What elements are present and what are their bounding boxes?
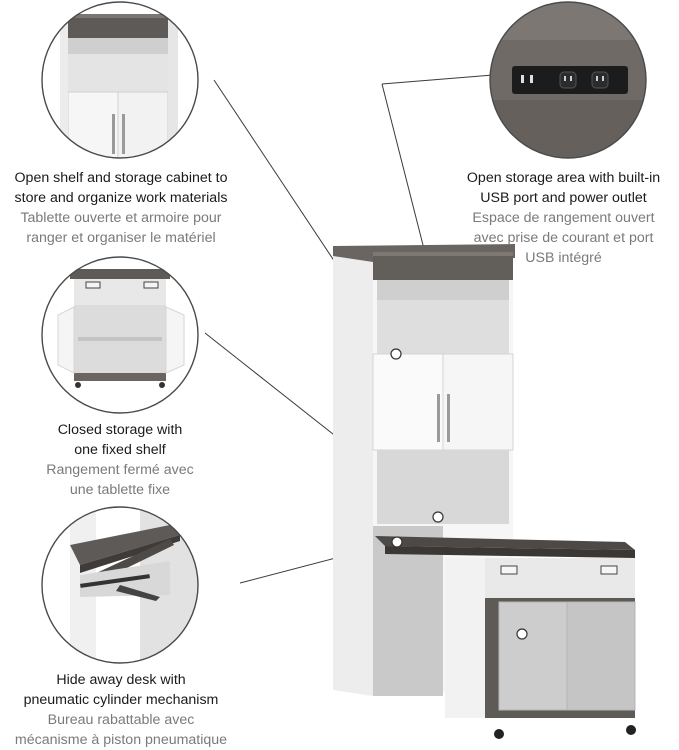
caption-fr-line: Bureau rabattable avec (47, 712, 195, 728)
detail-circle-hide-away-desk (41, 506, 199, 664)
callout-dot-open-shelf (390, 348, 402, 360)
caption-fr-line: avec prise de courant et port (473, 230, 654, 246)
callout-dot-closed-storage (432, 511, 444, 523)
caption-fr-line: une tablette fixe (69, 482, 171, 498)
caption-fr-line: Espace de rangement ouvert (472, 210, 655, 226)
caption-en-line: store and organize work materials (14, 190, 228, 206)
caption-fr-line: Tablette ouverte et armoire pour (20, 210, 222, 226)
callout-dot-hide-away-desk (391, 536, 403, 548)
caption-closed-storage: Closed storage with one fixed shelf Rang… (0, 420, 240, 500)
detail-circle-usb-outlet (489, 1, 647, 159)
product-cabinet-illustration (333, 244, 636, 739)
caption-en-line: Closed storage with (57, 422, 183, 438)
caption-hide-away-desk: Hide away desk with pneumatic cylinder m… (0, 670, 242, 750)
leader-line-open-storage-usb (381, 74, 494, 85)
caption-fr-line: ranger et organiser le matériel (26, 230, 216, 246)
detail-circle-closed-storage (41, 256, 199, 414)
caption-open-storage-usb: Open storage area with built-in USB port… (448, 168, 679, 268)
caption-en-line: one fixed shelf (74, 442, 166, 458)
caption-fr-line: Rangement fermé avec (46, 462, 194, 478)
callout-dot-usb-outlet (516, 628, 528, 640)
caption-en-line: pneumatic cylinder mechanism (23, 692, 219, 708)
power-outlet-strip-icon (512, 66, 628, 94)
caption-en-line: Hide away desk with (56, 672, 186, 688)
caption-open-shelf: Open shelf and storage cabinet to store … (0, 168, 242, 248)
caption-en-line: Open storage area with built-in (466, 170, 661, 186)
caption-fr-line: mécanisme à piston pneumatique (14, 732, 228, 748)
caption-en-line: Open shelf and storage cabinet to (14, 170, 228, 186)
caption-fr-line: USB intégré (525, 250, 602, 266)
caption-en-line: USB port and power outlet (480, 190, 647, 206)
detail-circle-open-shelf (41, 1, 199, 159)
